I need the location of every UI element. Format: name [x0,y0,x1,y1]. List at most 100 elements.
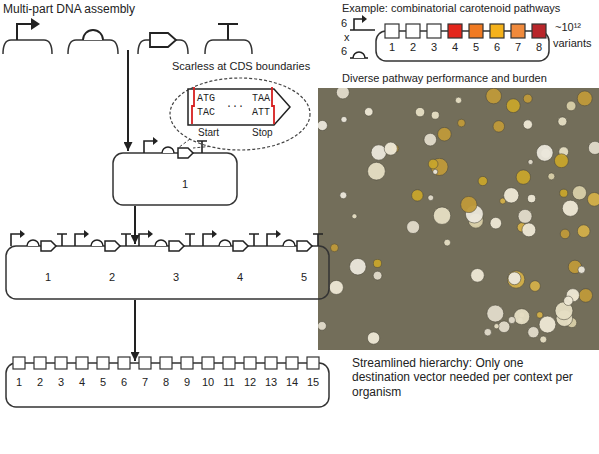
transcription-unit [307,357,319,369]
gene-slot [490,24,504,38]
count-label: 6 [341,45,347,58]
colony [412,190,423,201]
plasmid-backbone [6,363,329,407]
variant-count: variants [553,37,592,50]
terminator-symbol [197,141,207,153]
cds-symbol [150,33,176,47]
section-title: Multi-part DNA assembly [3,2,135,16]
colony [508,316,515,323]
part-number: 15 [307,376,319,389]
note-text: Streamlined hierarchy: Only one destinat… [352,356,582,399]
cds-symbol [169,241,184,251]
part-number: 4 [452,41,458,54]
part-number: 3 [431,41,437,54]
promoter-symbol [75,234,84,246]
colony [493,121,504,132]
part-number: 9 [184,376,190,389]
colony [336,88,349,99]
colony [537,312,543,318]
part-number: 13 [265,376,277,389]
colony [506,99,520,113]
rbs-symbol [283,240,295,246]
rbs-symbol [219,240,231,246]
plasmid-backbone [113,153,237,205]
promoter-symbol [203,234,212,246]
assembly-arrow [134,206,136,244]
colony [507,271,524,288]
promoter-symbol [17,24,32,40]
colony [341,116,347,122]
transcription-unit [55,357,67,369]
cds-symbol [233,241,248,251]
colony [471,269,485,283]
part-number: 2 [37,376,43,389]
terminator-symbol [57,234,67,246]
part-number: 3 [173,271,179,284]
assembly-arrow [127,50,129,151]
colony [572,186,586,200]
colony [564,296,573,305]
transcription-unit [160,357,172,369]
plate-sheen [318,88,599,350]
colony [484,328,491,335]
colony [536,144,553,161]
part-number: 8 [163,376,169,389]
colony [587,192,599,206]
part-number: 11 [223,376,234,389]
colony [458,119,466,127]
colony [577,225,590,238]
part-number: 1 [45,271,51,284]
terminator-symbol [249,234,259,246]
rbs-symbol [27,240,39,246]
colony [514,309,530,325]
callout-title: Scarless at CDS boundaries [172,60,310,73]
gene-slot [385,24,399,38]
colony [364,108,373,117]
promoter-head [276,230,281,238]
ellipsis: ... [226,99,244,111]
colony [415,107,424,116]
colony-photo [318,88,599,350]
colony [523,94,532,103]
plasmid-box: 12345678 [375,30,550,62]
transcription-unit [286,357,298,369]
colony [352,214,357,219]
colony [384,142,397,155]
colony [548,173,555,180]
colony [487,305,504,322]
part-number: 4 [79,376,85,389]
part-number: 1 [182,178,188,191]
colony [528,327,539,338]
promoter-head [153,137,158,145]
count-label: 6 [341,17,347,30]
transcription-unit [139,357,151,369]
part-number: 5 [473,41,479,54]
colony [579,289,593,303]
rbs-symbol [353,52,365,58]
part-number: 6 [121,376,127,389]
colony [494,324,499,329]
colony [527,194,535,202]
promoter-head [84,230,89,238]
plasmid-backbone [6,246,329,299]
part-number: 12 [244,376,256,389]
part-number: 14 [286,376,298,389]
part-number: 5 [100,376,106,389]
gene-slot [406,24,420,38]
colony [428,195,434,201]
photo-caption: Diverse pathway performance and burden [342,72,547,85]
colony [516,170,530,184]
colony [588,141,599,154]
section-title: Example: combinatorial carotenoid pathwa… [342,2,560,15]
colony [577,91,592,106]
part-frame [205,40,252,54]
part-number: 2 [410,41,416,54]
colony [350,258,367,275]
colony [373,271,382,280]
transcription-unit [181,357,193,369]
times-sign: x [344,31,350,44]
promoter-head [362,15,367,23]
colony [367,332,379,344]
terminator-symbol [121,234,131,246]
